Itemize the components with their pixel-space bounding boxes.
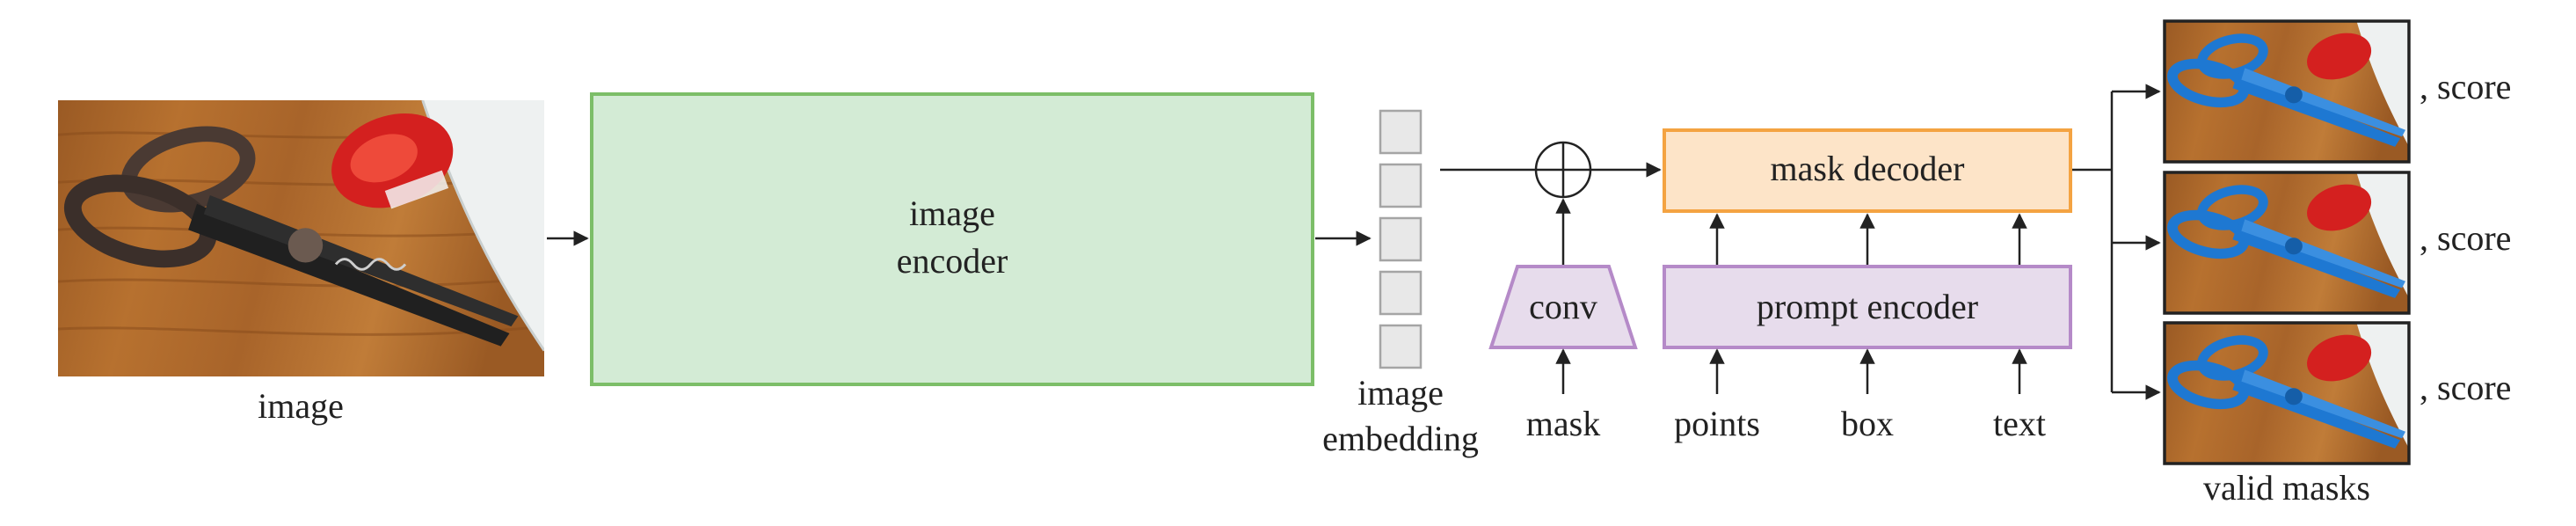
circle-plus-icon xyxy=(1534,141,1592,199)
image-embedding-label-line2: embedding xyxy=(1322,419,1479,458)
embedding-cell xyxy=(1379,324,1423,369)
output-mask-1 xyxy=(2163,19,2411,164)
image-encoder-box xyxy=(590,92,1314,386)
output-mask-2 xyxy=(2163,171,2411,315)
conv-label: conv xyxy=(1529,287,1597,326)
embedding-cell xyxy=(1379,216,1423,262)
prompt-encoder-box xyxy=(1663,265,2072,349)
image-label: image xyxy=(258,386,344,426)
image-encoder-label-line2: encoder xyxy=(897,241,1008,281)
image-encoder-label-line1: image xyxy=(909,194,995,233)
output-fanout xyxy=(2072,84,2161,400)
mask-decoder-box xyxy=(1663,128,2072,213)
mask-label: mask xyxy=(1526,404,1600,443)
image-embedding-label-line1: image xyxy=(1357,373,1444,413)
points-label: points xyxy=(1674,404,1760,443)
image-embedding-stack xyxy=(1379,109,1423,369)
mask-decoder-label: mask decoder xyxy=(1770,149,1964,188)
embedding-cell xyxy=(1379,109,1423,155)
embedding-cell xyxy=(1379,163,1423,208)
input-image xyxy=(58,98,544,376)
conv-block xyxy=(1488,265,1638,349)
valid-masks-label: valid masks xyxy=(2203,468,2370,508)
box-label: box xyxy=(1841,404,1894,443)
score-label-3: , score xyxy=(2420,368,2511,407)
score-label-2: , score xyxy=(2420,218,2511,258)
text-label: text xyxy=(1993,404,2046,443)
score-label-1: , score xyxy=(2420,67,2511,106)
output-mask-3 xyxy=(2163,321,2411,465)
prompt-encoder-label: prompt encoder xyxy=(1757,287,1978,326)
embedding-cell xyxy=(1379,270,1423,316)
